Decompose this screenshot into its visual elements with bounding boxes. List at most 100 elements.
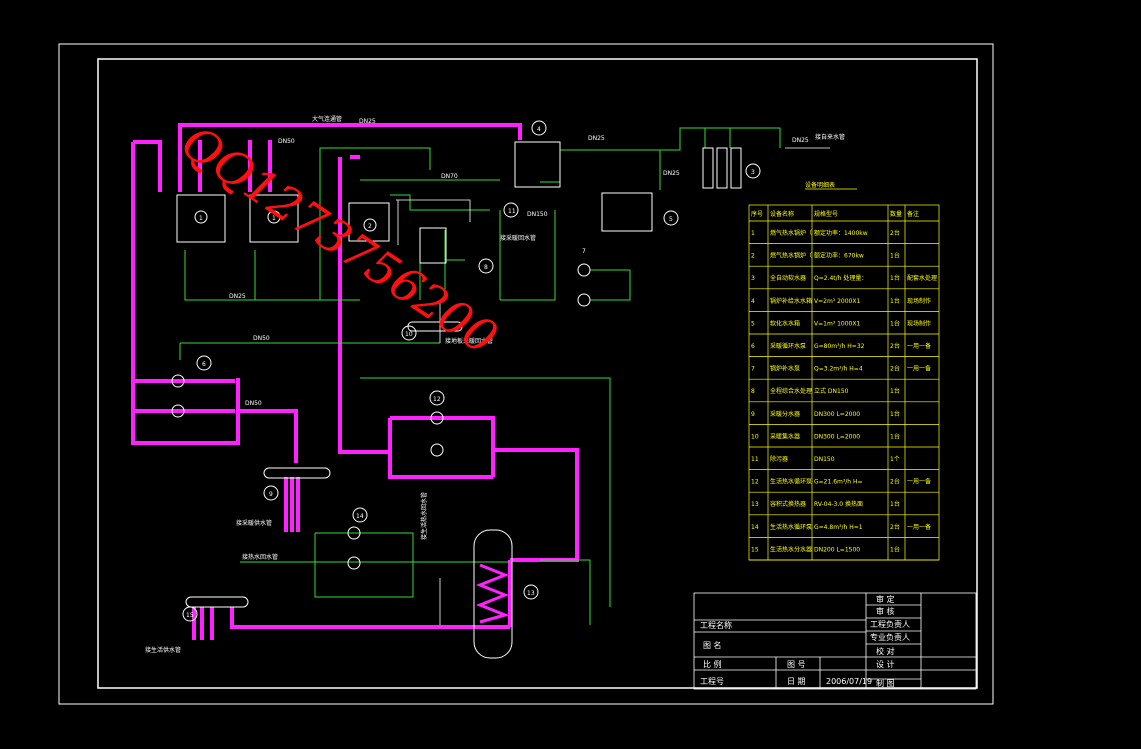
table-cell: 1台 <box>890 319 900 327</box>
svg-text:10: 10 <box>405 331 413 338</box>
table-cell: 2台 <box>890 342 900 350</box>
table-cell: 生活热水分水器 <box>770 545 812 553</box>
table-cell: 2台 <box>890 523 900 531</box>
svg-text:1: 1 <box>199 215 203 222</box>
table-cell: 2 <box>751 253 755 260</box>
table-cell: Q=2.4t/h 处理量： <box>814 274 867 282</box>
svg-text:11: 11 <box>508 208 516 215</box>
table-cell: 燃气热水锅炉（ <box>770 229 812 237</box>
table-grid <box>748 204 940 561</box>
svg-text:DN50: DN50 <box>253 335 270 342</box>
table-cell: 1台 <box>890 410 900 418</box>
svg-text:接采暖回水管: 接采暖回水管 <box>500 234 536 242</box>
table-cell: 2台 <box>890 478 900 486</box>
table-cell: 10 <box>751 433 759 440</box>
table-cell: 1台 <box>890 297 900 305</box>
table-cell: V=2m³ 2000X1 <box>814 298 860 305</box>
table-cell: 1个 <box>890 456 900 463</box>
table-cell: 1台 <box>890 387 900 395</box>
svg-text:DN25: DN25 <box>359 118 376 125</box>
table-cell: 2台 <box>890 365 900 373</box>
table-cell: G=21.6m³/h H= <box>814 479 863 486</box>
table-cell: G=4.8m³/h H=1 <box>814 524 863 531</box>
table-cell: 5 <box>751 320 755 327</box>
table-cell: DN300 L=2000 <box>814 433 860 440</box>
outer-frame <box>58 43 994 705</box>
table-header-cell: 备注 <box>907 210 919 218</box>
table-cell: 1 <box>751 230 755 237</box>
table-header-cell: 规格型号 <box>814 210 838 218</box>
callout-bubbles <box>182 120 761 622</box>
distribution-header <box>263 467 331 479</box>
svg-text:DN25: DN25 <box>792 137 809 144</box>
boiler-1a <box>176 194 226 243</box>
table-cell: 容积式换热器 <box>770 500 806 508</box>
table-cell: 额定功率：1400kw <box>814 229 868 237</box>
svg-text:12: 12 <box>433 396 441 403</box>
table-cell: 生活热水循环泵 <box>770 523 812 531</box>
svg-text:4: 4 <box>537 126 541 133</box>
table-cell: 全自动软水器 <box>770 274 806 282</box>
svg-text:工程负责人: 工程负责人 <box>870 619 910 629</box>
table-cell: 3 <box>751 275 755 282</box>
table-cell: DN200 L=1500 <box>814 546 860 553</box>
svg-text:日 期: 日 期 <box>787 677 806 686</box>
pipe-labels: 大气连通管 DN25 DN25 DN50 DN70 DN25 DN50 DN25… <box>229 115 809 407</box>
table-cell: 除污器 <box>770 455 788 463</box>
tank-group <box>419 141 742 659</box>
callout-numbers: 1 1 2 3 4 5 6 7 8 9 10 11 12 13 14 15 <box>186 126 755 619</box>
svg-text:接自来水管: 接自来水管 <box>815 133 845 141</box>
table-cell: 采暖循环水泵 <box>770 342 806 350</box>
table-cell: V=1m³ 1000X1 <box>814 320 860 327</box>
table-cell: 11 <box>751 456 759 463</box>
table-cell: 现场制作 <box>907 319 931 327</box>
table-header-cell: 设备名称 <box>770 210 794 218</box>
table-cell: 一用一备 <box>907 342 931 350</box>
svg-text:DN25: DN25 <box>663 170 680 177</box>
table-cell: 15 <box>751 546 759 553</box>
svg-text:2: 2 <box>368 223 372 230</box>
svg-text:DN50: DN50 <box>278 138 295 145</box>
table-cell: 2台 <box>890 229 900 237</box>
title-block <box>693 592 977 690</box>
table-cell: 1台 <box>890 274 900 282</box>
pipe-notes: 接自来水管 接地板采暖回水管 接采暖供水管 接热水回水管 接生活供水管 接采暖回… <box>145 133 845 654</box>
svg-text:审 核: 审 核 <box>876 606 895 616</box>
svg-text:1: 1 <box>272 215 276 222</box>
table-cell: 7 <box>751 366 755 373</box>
green-pipes <box>179 127 781 625</box>
boiler-2 <box>348 202 390 242</box>
inner-frame <box>97 58 978 689</box>
magenta-pipes <box>131 123 579 640</box>
table-cell: 1台 <box>890 545 900 553</box>
table-cell: 全程综合水处理 <box>770 387 812 395</box>
svg-text:9: 9 <box>269 491 273 498</box>
table-cell: DN300 L=2000 <box>814 411 860 418</box>
table-cell: 采暖集水器 <box>770 432 800 440</box>
table-cell: 12 <box>751 479 759 486</box>
svg-text:接生活热水回水管: 接生活热水回水管 <box>420 492 428 540</box>
svg-text:制 图: 制 图 <box>876 678 895 688</box>
svg-text:图 名: 图 名 <box>703 640 722 650</box>
table-header-cell: 序号 <box>751 210 763 218</box>
svg-text:DN25: DN25 <box>229 293 246 300</box>
dhw-distribution-header <box>185 596 249 608</box>
table-cell: 一用一备 <box>907 478 931 486</box>
table-cell: 锅炉补给水水箱 <box>770 297 812 305</box>
table-cell: 额定功率：670kw <box>814 252 864 260</box>
table-cell: 配套水处理 <box>907 274 937 282</box>
svg-text:13: 13 <box>527 590 535 597</box>
svg-text:接采暖供水管: 接采暖供水管 <box>236 519 272 527</box>
table-title: 设备明细表 <box>805 181 835 189</box>
table-cell: 1台 <box>890 432 900 440</box>
table-cell: 采暖分水器 <box>770 410 800 418</box>
svg-text:2006/07/19: 2006/07/19 <box>826 677 872 686</box>
svg-text:8: 8 <box>484 264 488 271</box>
table-cell: 生活热水循环泵 <box>770 478 812 486</box>
svg-text:15: 15 <box>186 612 194 619</box>
boiler-group <box>176 194 390 243</box>
expansion-tank <box>514 141 561 188</box>
top-pipe-label: 大气连通管 <box>312 115 342 123</box>
